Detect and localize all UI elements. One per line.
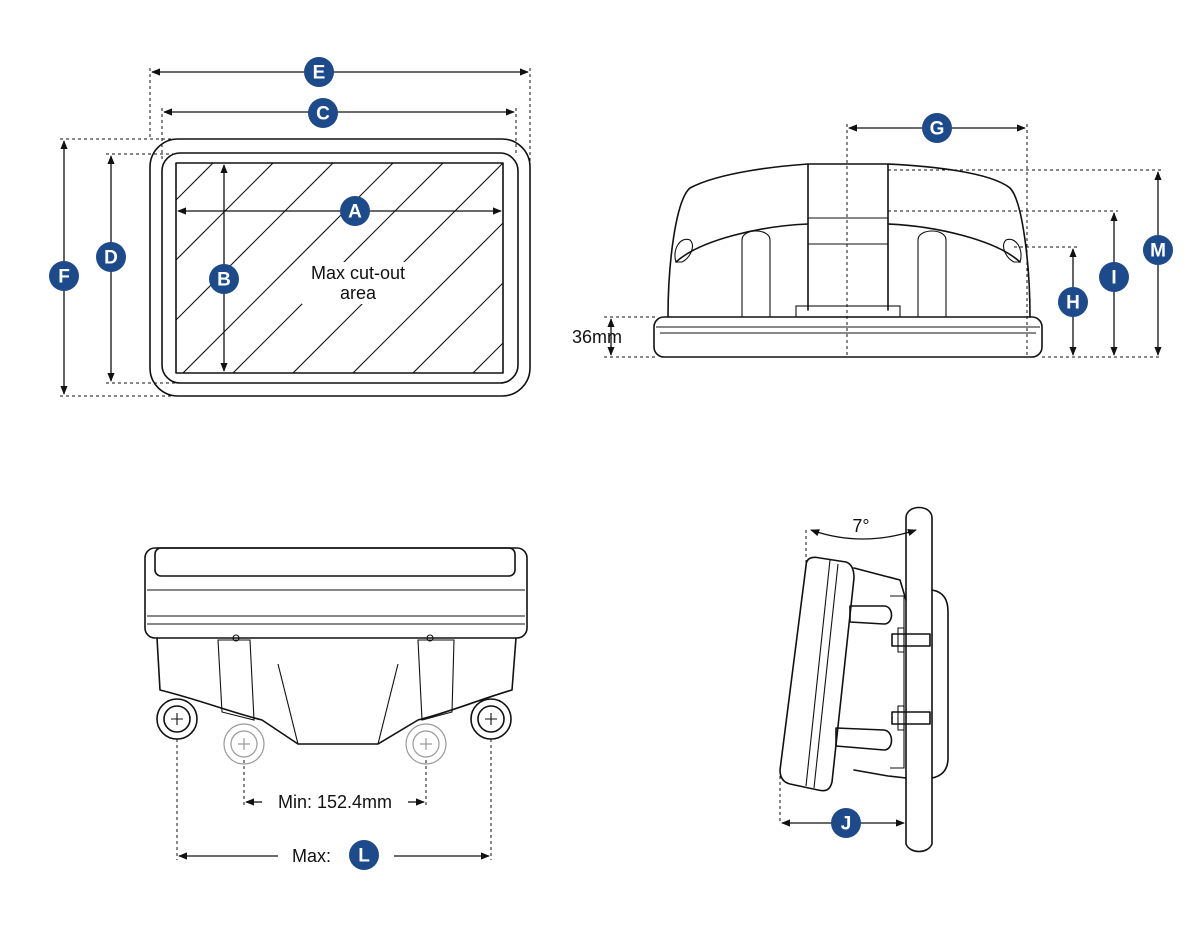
svg-text:F: F	[58, 267, 70, 288]
top-housing	[667, 163, 1031, 318]
svg-text:D: D	[104, 248, 118, 269]
svg-text:E: E	[313, 63, 326, 84]
badge-c: C	[308, 98, 338, 128]
badge-d: D	[96, 242, 126, 272]
clamp-bolt-top	[891, 633, 931, 647]
bottom-bracket	[156, 637, 517, 745]
top-right-rib	[887, 223, 1021, 263]
badge-b: B	[209, 264, 239, 294]
knob-min-right-ghost	[405, 723, 447, 765]
badge-h: H	[1058, 287, 1088, 317]
cutout-label-line2: area	[340, 283, 377, 303]
top-base-plate	[653, 316, 1043, 358]
badge-e: E	[304, 57, 334, 87]
clamp-bolt-bottom	[891, 711, 931, 725]
svg-text:B: B	[217, 270, 231, 291]
svg-text:M: M	[1150, 241, 1166, 262]
cutout-label-line1: Max cut-out	[311, 263, 405, 283]
top-left-rib	[675, 223, 809, 263]
badge-m: M	[1143, 235, 1173, 265]
knob-min-left-ghost	[223, 723, 265, 765]
angle-label: 7°	[852, 516, 869, 536]
svg-text:G: G	[930, 119, 945, 140]
mounting-pole	[905, 506, 933, 853]
badge-a: A	[340, 196, 370, 226]
side-bracket-outline	[853, 567, 907, 779]
cutout-hatching	[176, 163, 503, 373]
badge-i: I	[1099, 262, 1129, 292]
svg-text:H: H	[1066, 293, 1080, 314]
height-36mm-label: 36mm	[572, 327, 622, 347]
side-view: 7° J	[779, 506, 949, 853]
cutout-area	[175, 162, 504, 374]
cutout-label-bg	[302, 262, 414, 304]
badge-l: L	[349, 840, 379, 870]
max-spacing-label: Max:	[292, 846, 331, 866]
svg-text:A: A	[348, 202, 362, 223]
svg-text:L: L	[358, 846, 370, 867]
top-view: 36mm G M I H	[572, 113, 1173, 358]
display-side	[779, 556, 855, 792]
svg-text:C: C	[316, 104, 330, 125]
bottom-top-panel	[154, 547, 516, 577]
bottom-view: Min: 152.4mm Max: L	[144, 547, 528, 870]
badge-f: F	[49, 261, 79, 291]
badge-j: J	[831, 808, 861, 838]
front-view: Max cut-out area E C A B F D	[49, 57, 531, 397]
svg-text:I: I	[1111, 268, 1116, 289]
angle-arc	[810, 529, 917, 540]
top-center-column	[807, 163, 889, 311]
pole-clamp	[931, 589, 949, 779]
badge-g: G	[922, 113, 952, 143]
bezel-inner	[161, 152, 519, 384]
min-spacing-label: Min: 152.4mm	[278, 792, 392, 812]
svg-text:J: J	[841, 814, 852, 835]
bezel-outer	[149, 138, 531, 397]
